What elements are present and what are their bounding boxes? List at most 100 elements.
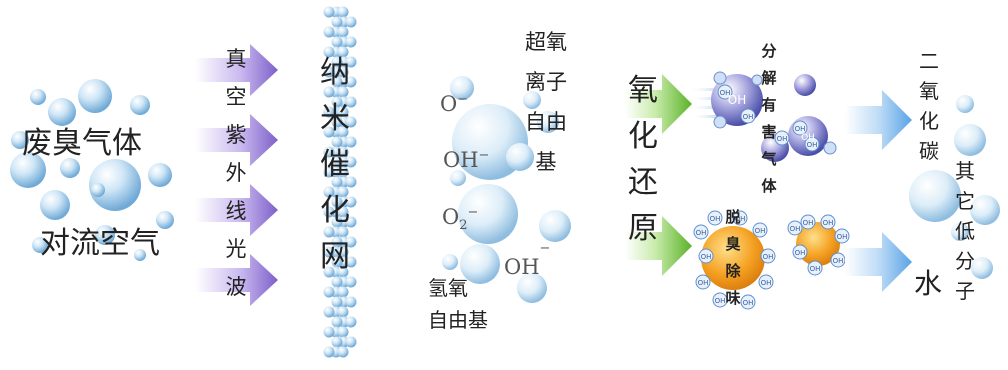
- others-char: 低: [955, 219, 975, 243]
- net-bead: [331, 16, 343, 28]
- net-bead: [323, 226, 335, 238]
- oh-ring: [820, 214, 836, 230]
- co2-char: 碳: [919, 139, 939, 163]
- redox-arrows: [625, 74, 692, 276]
- oh-ring-label: OH: [720, 89, 731, 97]
- net-bead: [323, 306, 335, 318]
- co2-char: 氧: [919, 79, 939, 103]
- net-bead: [337, 286, 349, 298]
- net-char: 化: [320, 193, 350, 228]
- o-minus-ion: O−: [440, 92, 468, 116]
- oh-ring-label: OH: [743, 113, 754, 121]
- net-bead: [337, 46, 349, 58]
- net-bead: [331, 56, 343, 68]
- oh-ring-label: OH: [715, 297, 726, 305]
- oh-ring-label: OH: [763, 253, 774, 261]
- oh-ring-label: OH: [790, 225, 801, 233]
- net-bead: [345, 236, 357, 248]
- net-bead: [337, 6, 349, 18]
- net-bead: [323, 126, 335, 138]
- net-bead: [331, 256, 343, 268]
- oh-ring: [693, 224, 709, 240]
- decompose-char: 分: [761, 42, 777, 60]
- oh-ring-label: OH: [837, 233, 848, 241]
- oh-ring: [712, 292, 728, 308]
- net-bead: [323, 206, 335, 218]
- oh-ring: [792, 120, 808, 136]
- oh-ring-label: OH: [807, 141, 818, 149]
- net-bead: [345, 36, 357, 48]
- oh-ring-label: OH: [698, 279, 709, 287]
- net-bead: [345, 196, 357, 208]
- oh-minus-base: OH: [443, 148, 479, 172]
- oh-ring: [707, 210, 723, 226]
- net-bead: [345, 316, 357, 328]
- superoxide-label: 超氧 离子 自由 基: [518, 22, 574, 182]
- net-bead: [323, 46, 335, 58]
- deodorize-label: 脱 臭 除 味: [722, 204, 744, 312]
- net-bead: [323, 166, 335, 178]
- oh-ring-label: OH: [701, 253, 712, 261]
- net-bead: [345, 216, 357, 228]
- decompose-char: 害: [761, 123, 777, 141]
- product-bubbles: [909, 95, 1000, 279]
- redox-char: 氧: [628, 73, 658, 108]
- net-bead: [323, 6, 335, 18]
- other-molecules-label: 其 它 低 分 子: [952, 156, 978, 306]
- net-bead: [337, 26, 349, 38]
- oh-ring-label: OH: [823, 219, 834, 227]
- net-bead: [331, 196, 343, 208]
- oh-ring: [740, 294, 756, 310]
- uv-char: 紫: [225, 123, 247, 147]
- o-minus-base: O: [440, 92, 458, 116]
- net-bead: [323, 246, 335, 258]
- superoxide-text: 离子: [525, 70, 567, 94]
- deodor-char: 脱: [725, 208, 741, 226]
- oh-ring-label: OH: [795, 125, 806, 133]
- decompose-char: 解: [761, 69, 777, 87]
- net-bead: [323, 66, 335, 78]
- others-char: 子: [955, 279, 975, 303]
- o2-subscript: 2: [459, 218, 468, 234]
- decompose-char: 有: [761, 96, 777, 114]
- oh-ring-label: OH: [761, 279, 772, 287]
- oh-ring-label: OH: [833, 257, 844, 265]
- oh-ring-label: OH: [696, 229, 707, 237]
- net-bead: [323, 346, 335, 358]
- net-bead: [337, 86, 349, 98]
- co2-label: 二 氧 化 碳: [916, 46, 942, 166]
- decompose-char: 气: [761, 150, 777, 168]
- oh-ring: [834, 228, 850, 244]
- waste-gas-bubbles: [10, 79, 174, 261]
- oh-ring: [758, 274, 774, 290]
- convection-air-label: 对流空气: [40, 226, 160, 261]
- deodor-char: 臭: [725, 235, 741, 253]
- oh-ring-label: OH: [795, 249, 806, 257]
- nano-net-beads: [323, 6, 357, 358]
- net-bead: [323, 286, 335, 298]
- net-bead: [337, 266, 349, 278]
- hydroxyl-line2: 自由基: [428, 308, 488, 332]
- others-char: 分: [955, 249, 975, 273]
- hydroxyl-line1: 氢氧: [428, 276, 468, 300]
- uv-char: 空: [225, 85, 247, 109]
- oh-ring: [740, 108, 756, 124]
- co2-char: 二: [919, 49, 939, 73]
- output-arrows: [845, 90, 912, 292]
- net-bead: [331, 156, 343, 168]
- net-bead: [323, 146, 335, 158]
- oh-ring: [698, 248, 714, 264]
- decompose-char: 体: [761, 177, 777, 195]
- oh-ring: [717, 84, 733, 100]
- deodor-char: 除: [725, 262, 741, 280]
- net-bead: [331, 96, 343, 108]
- net-bead: [345, 136, 357, 148]
- o-minus-charge: −: [457, 92, 469, 107]
- redox-label: 氧 化 还 原: [625, 68, 661, 252]
- oh-minus-ion-2: OH−: [504, 241, 550, 279]
- net-bead: [345, 56, 357, 68]
- net-bead: [337, 326, 349, 338]
- oh-ring: [804, 136, 820, 152]
- net-char: 催: [320, 147, 350, 182]
